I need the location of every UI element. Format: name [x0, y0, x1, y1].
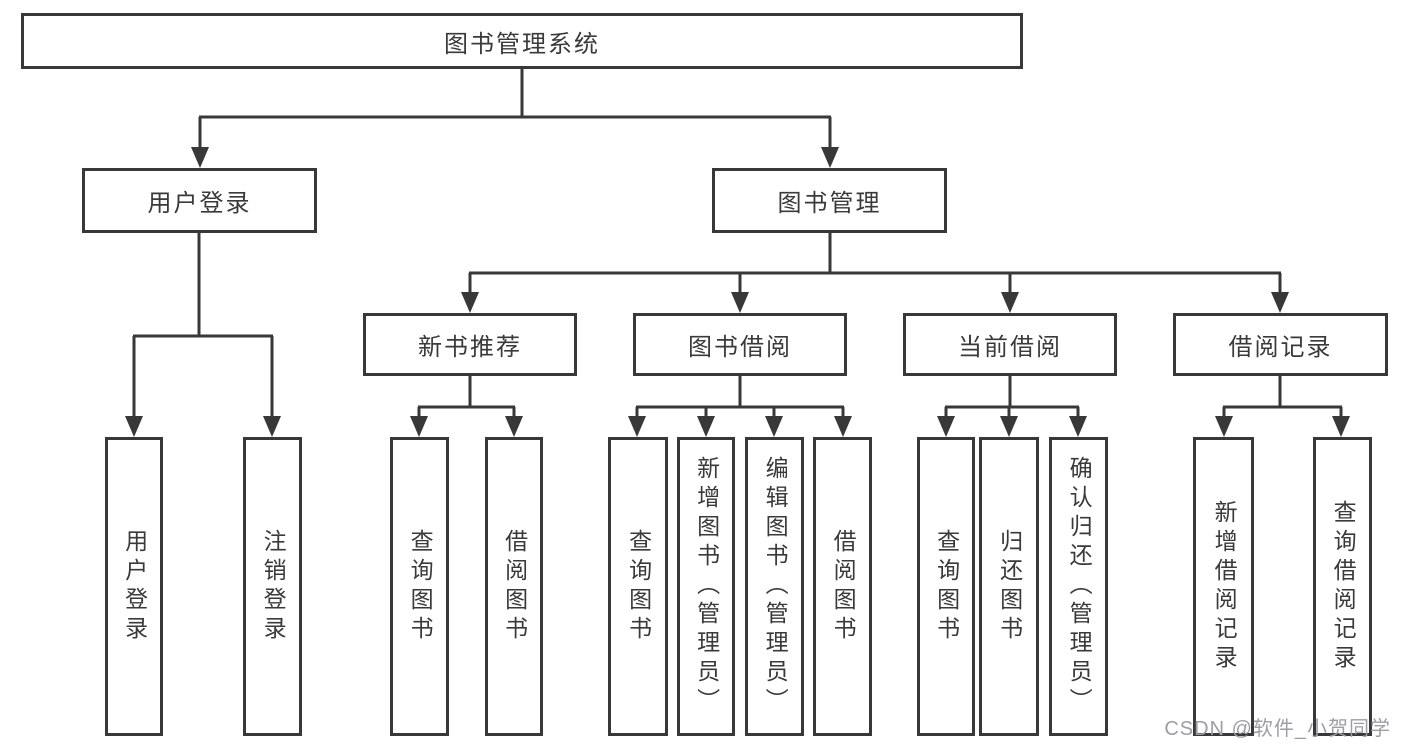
- node-label: 图书借阅: [688, 334, 792, 361]
- leaf-query-books-current: 查询图书: [917, 437, 975, 736]
- node-label: 新增借阅记录: [1211, 499, 1238, 674]
- node-label: 新增图书（管理员）: [693, 456, 720, 717]
- connector-lines: [198, 69, 832, 150]
- node-label: 新书推荐: [418, 334, 522, 361]
- node-new-book-recommendation: 新书推荐: [363, 313, 577, 376]
- arrowheads: [461, 292, 1289, 313]
- leaf-query-books-recommend: 查询图书: [390, 437, 449, 736]
- node-label: 图书管理: [777, 190, 882, 217]
- arrowheads: [1215, 416, 1350, 437]
- watermark-text: CSDN @软件_小贺同学: [1164, 718, 1391, 740]
- leaf-return-books: 归还图书: [979, 437, 1039, 736]
- node-label: 图书管理系统: [444, 30, 600, 58]
- leaf-borrow-books-borrowing: 借阅图书: [813, 437, 872, 736]
- arrowheads: [125, 416, 281, 437]
- node-label: 当前借阅: [958, 334, 1062, 361]
- connector-lines: [417, 376, 516, 419]
- node-label: 查询图书: [407, 528, 434, 645]
- node-label: 用户登录: [147, 190, 252, 217]
- node-user-login-group: 用户登录: [82, 168, 317, 233]
- node-book-borrowing: 图书借阅: [633, 313, 847, 376]
- node-label: 确认归还（管理员）: [1066, 456, 1093, 717]
- arrowheads: [191, 147, 839, 168]
- node-label: 借阅记录: [1228, 334, 1333, 361]
- node-book-management: 图书管理: [712, 168, 947, 233]
- node-label: 借阅图书: [830, 528, 857, 645]
- leaf-add-borrow-record: 新增借阅记录: [1193, 437, 1254, 736]
- leaf-logout: 注销登录: [243, 437, 302, 736]
- connector-book-borrow-to-leaves: [628, 376, 852, 437]
- leaf-add-books-admin: 新增图书（管理员）: [677, 437, 735, 736]
- leaf-user-login: 用户登录: [105, 437, 163, 736]
- node-label: 查询借阅记录: [1330, 499, 1357, 674]
- arrowheads: [628, 416, 852, 437]
- node-label: 注销登录: [260, 528, 287, 645]
- node-label: 编辑图书（管理员）: [762, 456, 789, 717]
- connector-lines: [468, 233, 1282, 295]
- connector-new-book-rec-to-leaves: [410, 376, 523, 437]
- connector-lines: [132, 233, 274, 419]
- node-label: 借阅图书: [501, 528, 528, 645]
- connector-lines: [635, 376, 845, 419]
- connector-user-login-to-leaves: [125, 233, 281, 437]
- connector-lines: [944, 376, 1080, 419]
- node-label: 查询图书: [933, 528, 960, 645]
- node-label: 归还图书: [996, 528, 1023, 645]
- leaf-query-borrow-record: 查询借阅记录: [1313, 437, 1372, 736]
- connector-current-borrow-to-leaves: [937, 376, 1087, 437]
- arrowheads: [937, 416, 1087, 437]
- connector-book-mgmt-to-level3: [461, 233, 1289, 313]
- node-borrowing-records: 借阅记录: [1173, 313, 1388, 376]
- connector-root-to-level2: [191, 69, 839, 168]
- connector-borrow-records-to-leaves: [1215, 376, 1350, 437]
- node-label: 用户登录: [121, 528, 148, 645]
- arrowheads: [410, 416, 523, 437]
- connector-lines: [1222, 376, 1343, 419]
- leaf-confirm-return-admin: 确认归还（管理员）: [1049, 437, 1108, 736]
- node-label: 查询图书: [625, 528, 652, 645]
- leaf-query-books-borrowing: 查询图书: [608, 437, 668, 736]
- leaf-borrow-books-recommend: 借阅图书: [485, 437, 543, 736]
- node-root-system: 图书管理系统: [21, 13, 1023, 69]
- leaf-edit-books-admin: 编辑图书（管理员）: [745, 437, 804, 736]
- node-current-borrowing: 当前借阅: [903, 313, 1117, 376]
